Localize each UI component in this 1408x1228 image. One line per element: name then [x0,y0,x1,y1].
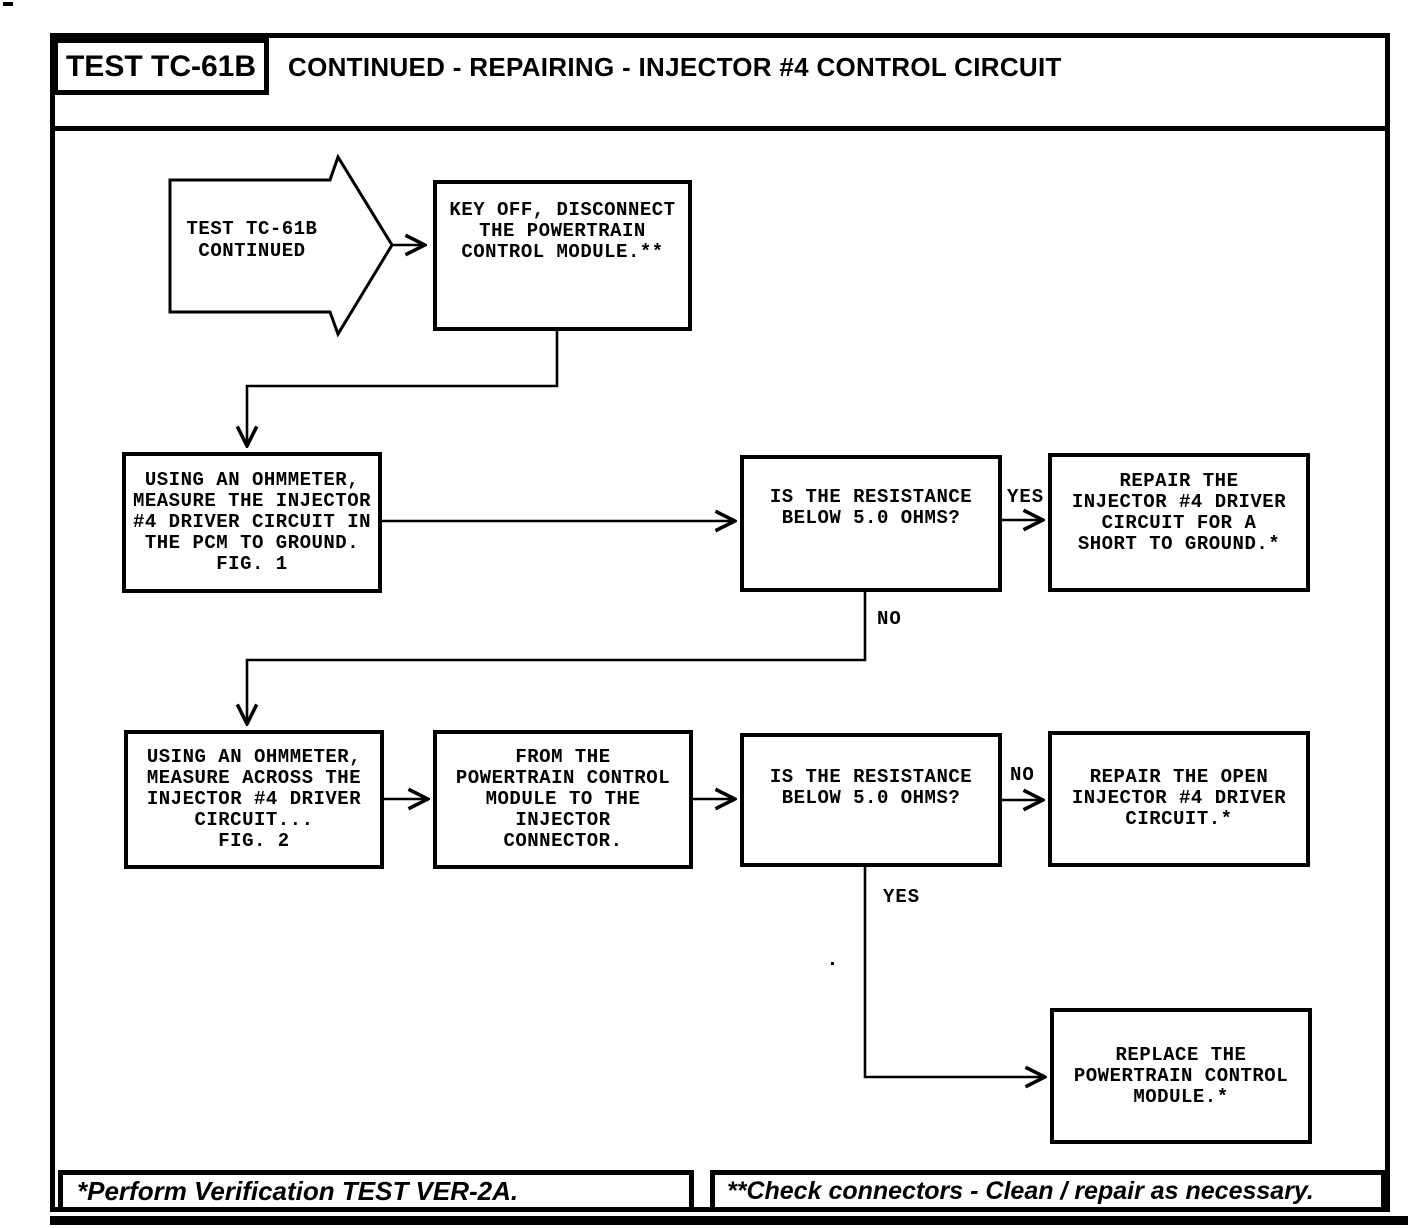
edge-label-no-1: NO [877,608,902,630]
header-test-id: TEST TC-61B [65,49,257,83]
edge-check2-yes [863,866,1043,1077]
node-pcm-to-injector-connector: FROM THE POWERTRAIN CONTROL MODULE TO TH… [433,730,693,869]
node-repair-open-circuit: REPAIR THE OPEN INJECTOR #4 DRIVER CIRCU… [1048,731,1310,867]
edge-label-no-2: NO [1010,764,1035,786]
edge-label-yes-2: YES [883,886,921,908]
scan-artifact-dash [3,2,13,6]
node-measure-pcm-ground: USING AN OHMMETER, MEASURE THE INJECTOR … [122,452,382,593]
edge-keyoff-to-measure1 [247,331,559,444]
node-key-off: KEY OFF, DISCONNECT THE POWERTRAIN CONTR… [433,180,692,331]
node-resistance-check-1: IS THE RESISTANCE BELOW 5.0 OHMS? [740,455,1002,592]
edge-check1-no [247,592,867,722]
node-continued-arrow: TEST TC-61B CONTINUED [186,218,318,262]
header-separator [50,126,1390,131]
footer-note-right: **Check connectors - Clean / repair as n… [710,1170,1386,1212]
continued-arrow-shape [168,153,394,338]
bottom-scan-bar [50,1216,1408,1225]
node-replace-pcm: REPLACE THE POWERTRAIN CONTROL MODULE.* [1050,1008,1312,1144]
node-resistance-check-2: IS THE RESISTANCE BELOW 5.0 OHMS? [740,733,1002,867]
scan-artifact-speck [831,962,834,965]
header-test-id-box: TEST TC-61B [53,38,269,95]
page-title: CONTINUED - REPAIRING - INJECTOR #4 CONT… [288,51,1062,82]
edge-label-yes-1: YES [1007,486,1045,508]
node-repair-short-to-ground: REPAIR THE INJECTOR #4 DRIVER CIRCUIT FO… [1048,453,1310,592]
footer-note-left: *Perform Verification TEST VER-2A. [58,1170,694,1212]
node-measure-across-circuit: USING AN OHMMETER, MEASURE ACROSS THE IN… [124,730,384,869]
